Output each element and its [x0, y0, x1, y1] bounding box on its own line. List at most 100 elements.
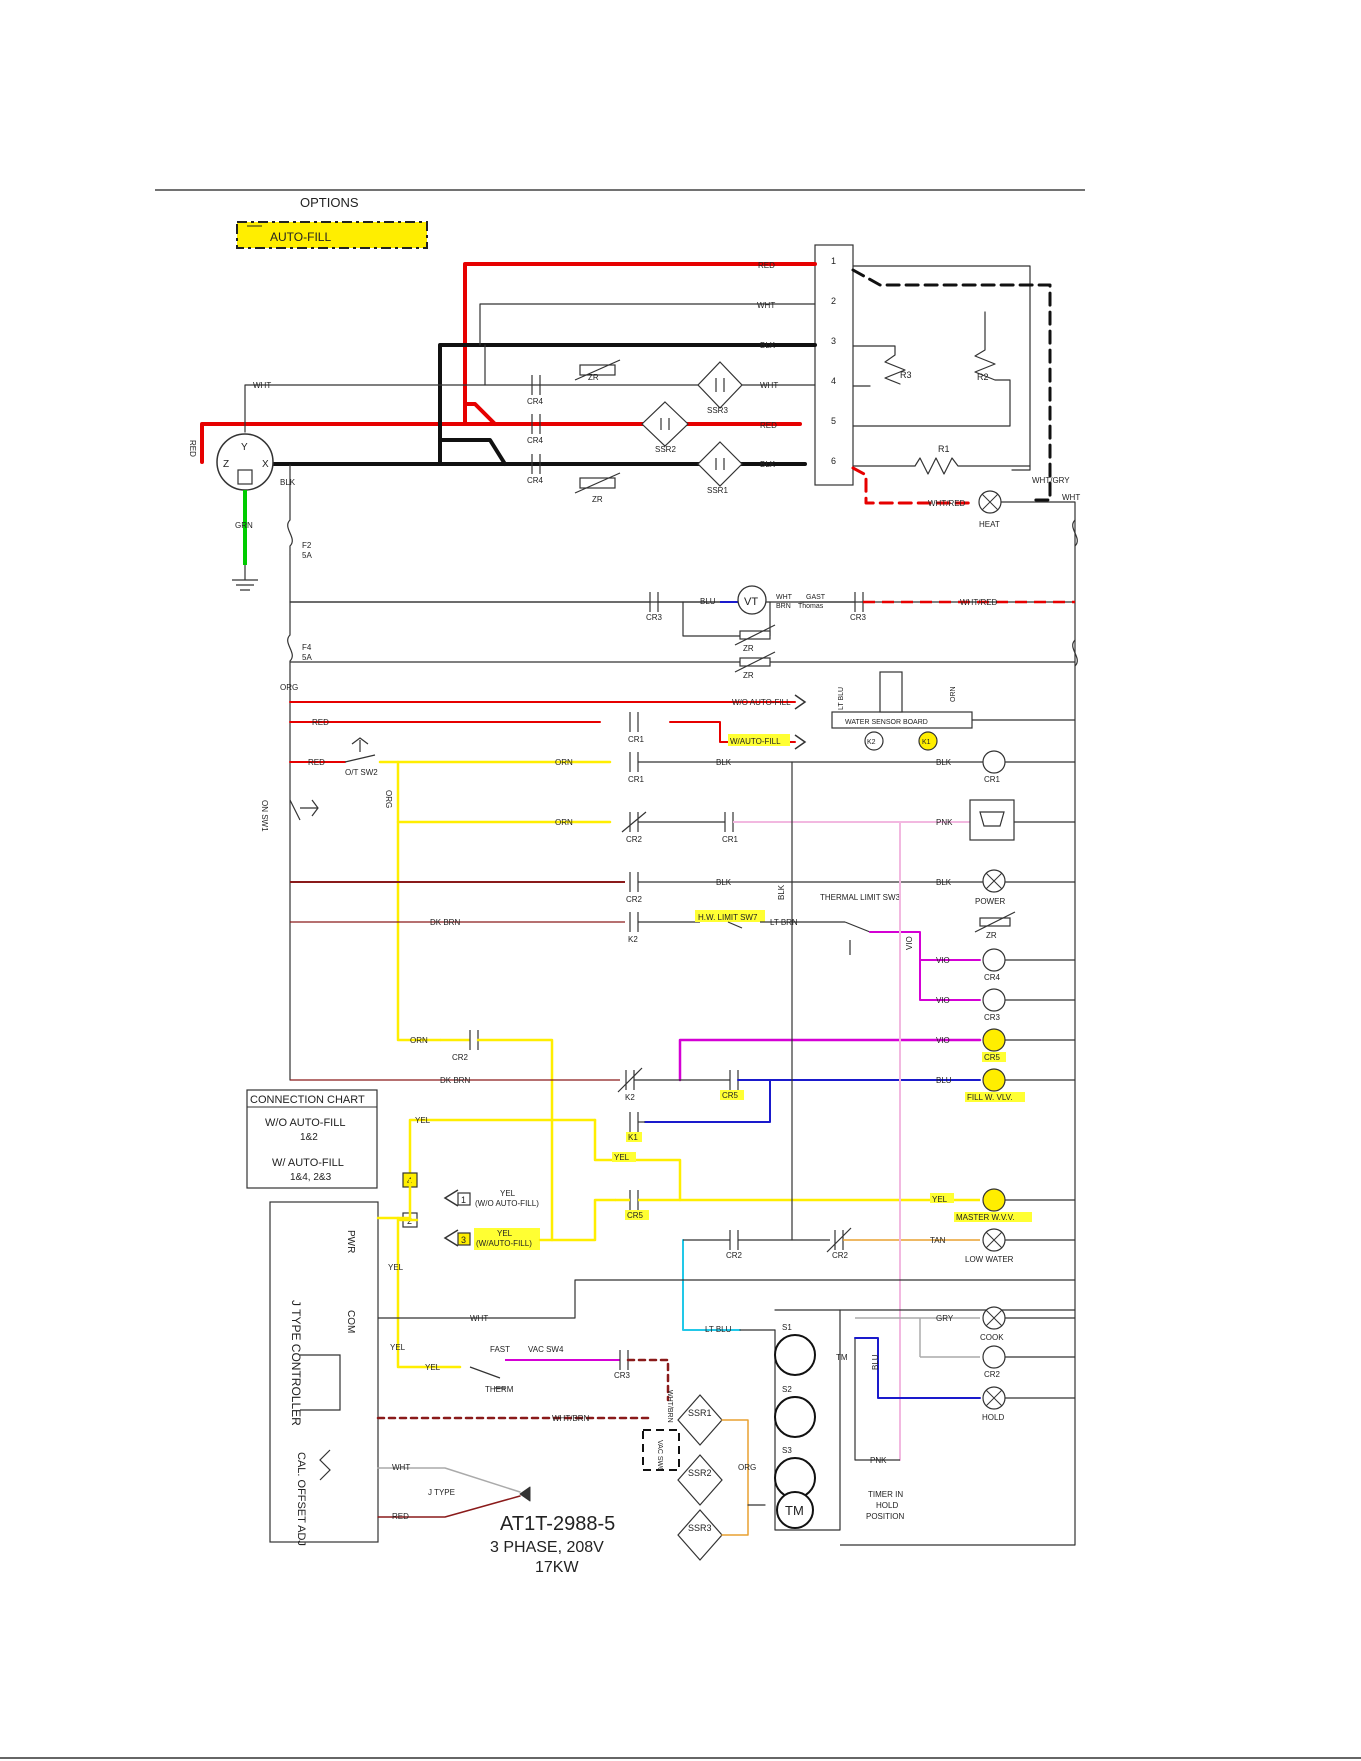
- yel-controller-wires: [376, 1178, 462, 1369]
- right-rail: [1072, 501, 1078, 1546]
- zr-thermal: [974, 911, 1016, 933]
- controller-offset-bracket: [300, 1354, 341, 1411]
- r2-label: R2: [977, 372, 989, 382]
- cal-offset-label: CAL. OFFSET ADJ: [295, 1452, 307, 1546]
- terminal-1: 1: [831, 256, 836, 266]
- yel-cr2-out: [476, 1038, 554, 1242]
- cr4-contacts: [531, 375, 541, 474]
- s2-label: S2: [782, 1385, 792, 1394]
- blk-label-cr1-coil: BLK: [936, 758, 952, 767]
- yel-k1-wire: [408, 1118, 682, 1202]
- cr4-coil: [982, 948, 1006, 972]
- wht-brn-dashed: [376, 1358, 670, 1420]
- terminal-5: 5: [831, 416, 836, 426]
- vac-sw4-label: VAC SW4: [528, 1345, 564, 1354]
- vt-motor: [737, 585, 767, 615]
- cr3-contact-vt: [649, 592, 659, 612]
- wht-gry-label: WHT/GRY: [1032, 476, 1070, 485]
- hold-label: HOLD: [982, 1413, 1004, 1422]
- j-type-tc-label: J TYPE: [428, 1488, 455, 1497]
- yel-label-ctrl: YEL: [425, 1363, 441, 1372]
- blk-label-power: BLK: [716, 878, 732, 887]
- s3-label: S3: [782, 1446, 792, 1455]
- yel-wo-autofill-label: (W/O AUTO-FILL): [475, 1199, 539, 1208]
- red-label-ot: RED: [308, 758, 325, 767]
- cr5-coil: [982, 1028, 1006, 1052]
- buzzer-icon: [979, 811, 1005, 827]
- blu-label-hold: BLU: [871, 1354, 880, 1370]
- r1-label: R1: [938, 444, 950, 454]
- k2-coil: [864, 731, 884, 751]
- heat-lamp: [978, 490, 1002, 514]
- ssr2-upper: [641, 401, 689, 447]
- terminal-6: 6: [831, 456, 836, 466]
- k2-label-nc: K2: [625, 1093, 635, 1102]
- cr1-label-main: CR1: [628, 775, 645, 784]
- wht-label-vt: WHT: [776, 594, 793, 601]
- f4-label: F4: [302, 643, 312, 652]
- zr-label-thermal: ZR: [986, 931, 997, 940]
- hw-limit-label: H.W. LIMIT SW7: [698, 913, 758, 922]
- water-sensor-label: WATER SENSOR BOARD: [845, 719, 928, 726]
- ground-symbol: [232, 565, 258, 591]
- yel-label-w: YEL: [497, 1229, 513, 1238]
- brn-label-vt: BRN: [776, 603, 791, 610]
- ssr1-label-upper: SSR1: [707, 486, 728, 495]
- connector-arrows-left: [443, 1189, 459, 1247]
- cr2-label-lw-a: CR2: [726, 1251, 743, 1260]
- zr-f4: [734, 651, 776, 673]
- fast-therm-switch: [469, 1366, 505, 1389]
- on-sw1-switch: [289, 799, 319, 821]
- dk-brn-label-fill: DK BRN: [440, 1076, 470, 1085]
- cr5-label-fill: CR5: [722, 1091, 739, 1100]
- cr4-label-a: CR4: [527, 397, 544, 406]
- orn-label-cr1: ORN: [555, 758, 573, 767]
- blk-label-vert: BLK: [777, 884, 786, 900]
- cr3-label-vt-b: CR3: [850, 613, 867, 622]
- thermal-limit-label: THERMAL LIMIT SW3: [820, 893, 901, 902]
- com-wire: [377, 1279, 1076, 1319]
- connector-1: [457, 1192, 471, 1206]
- cr5-coil-highlight: [982, 1052, 1006, 1062]
- options-label: OPTIONS: [300, 195, 359, 210]
- lt-blu-label: LT BLU: [838, 687, 845, 710]
- controller-label: J TYPE CONTROLLER: [289, 1300, 303, 1426]
- ssr2-label-lower: SSR2: [688, 1468, 712, 1478]
- tan-label: TAN: [930, 1236, 946, 1245]
- k1-label-board: K1: [922, 739, 931, 746]
- cr1-label-autofill: CR1: [628, 735, 645, 744]
- connection-chart-w-pins: 1&4, 2&3: [290, 1172, 332, 1183]
- hw-limit-switch: [727, 921, 743, 929]
- yel-w-autofill-highlight: [474, 1228, 540, 1250]
- power-lamp: [982, 869, 1006, 893]
- thermocouple-wires: [377, 1467, 531, 1518]
- blk-label-term3: BLK: [760, 341, 776, 350]
- cr1-coil-label: CR1: [984, 775, 1001, 784]
- kw-rating: 17KW: [535, 1559, 579, 1576]
- blk-label-power-lamp: BLK: [936, 878, 952, 887]
- cr4-label-c: CR4: [527, 476, 544, 485]
- ssr3-lower: [677, 1509, 723, 1561]
- s1-label: S1: [782, 1323, 792, 1332]
- cr2-label-lw-b: CR2: [832, 1251, 849, 1260]
- yel-label-master: YEL: [932, 1195, 948, 1204]
- k2-label-contact: K2: [628, 935, 638, 944]
- zr-upper: [574, 359, 621, 381]
- zr-lower: [574, 472, 621, 494]
- terminal-2: 2: [831, 296, 836, 306]
- cr2-contact-lw: [729, 1230, 739, 1250]
- connector-arrows-top: [794, 694, 807, 750]
- org-ssr-wire: [721, 1419, 749, 1536]
- org-label-ssr: ORG: [738, 1463, 756, 1472]
- yel-label-ctrl-vert: YEL: [388, 1263, 404, 1272]
- cr1-contact-main: [629, 752, 639, 772]
- svg-text:Z: Z: [223, 459, 229, 470]
- pwr-pin-label: PWR: [345, 1230, 356, 1253]
- connection-chart-w: W/ AUTO-FILL: [272, 1157, 344, 1169]
- fast-label: FAST: [490, 1345, 510, 1354]
- yel-label-k1: YEL: [415, 1116, 431, 1125]
- cr1-contact-autofill: [629, 712, 639, 732]
- zr-label-vt: ZR: [743, 644, 754, 653]
- spine-lines: [791, 761, 901, 1461]
- zr-label-f4: ZR: [743, 671, 754, 680]
